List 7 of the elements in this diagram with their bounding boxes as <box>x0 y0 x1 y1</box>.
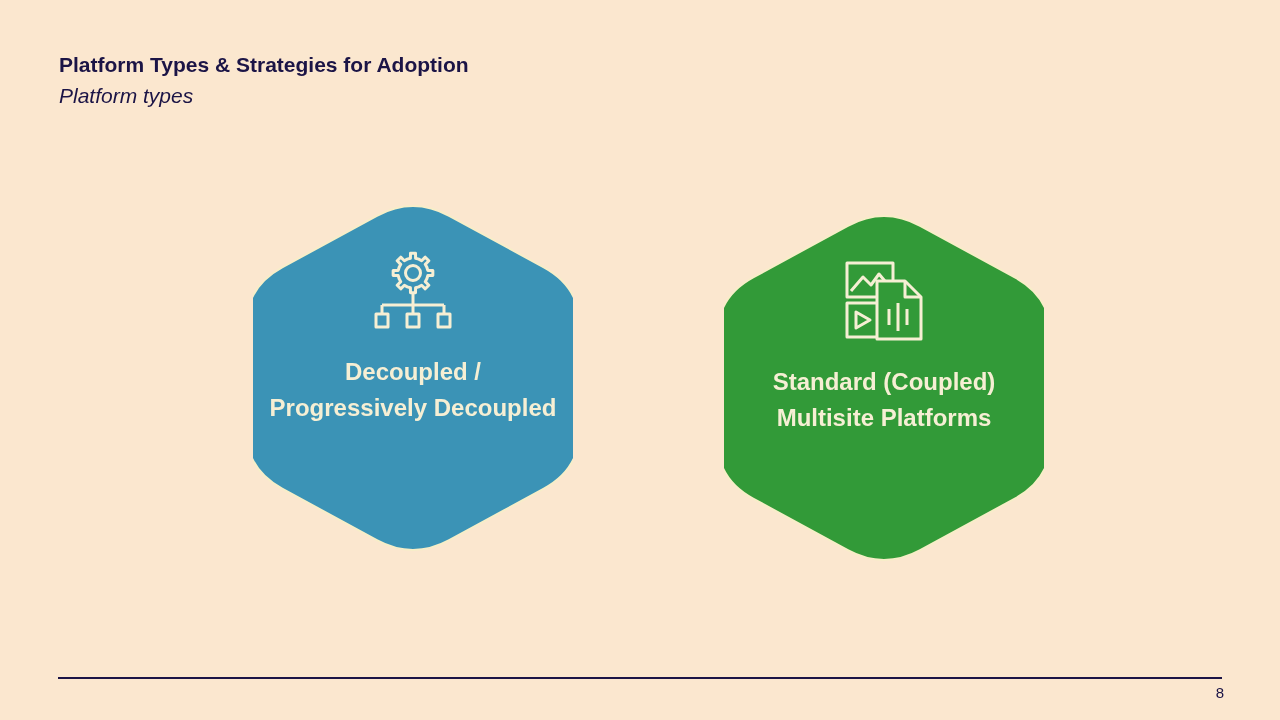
hexagon <box>724 214 1044 562</box>
hexagon-label: Standard (Coupled) Multisite Platforms <box>771 367 997 433</box>
page-number: 8 <box>1215 684 1224 702</box>
hexagon-label: Decoupled / Progressively Decoupled <box>268 357 558 423</box>
slide-title: Platform Types & Strategies for Adoption <box>59 52 469 78</box>
hexagon <box>253 204 573 552</box>
slide-subtitle: Platform types <box>59 83 194 109</box>
